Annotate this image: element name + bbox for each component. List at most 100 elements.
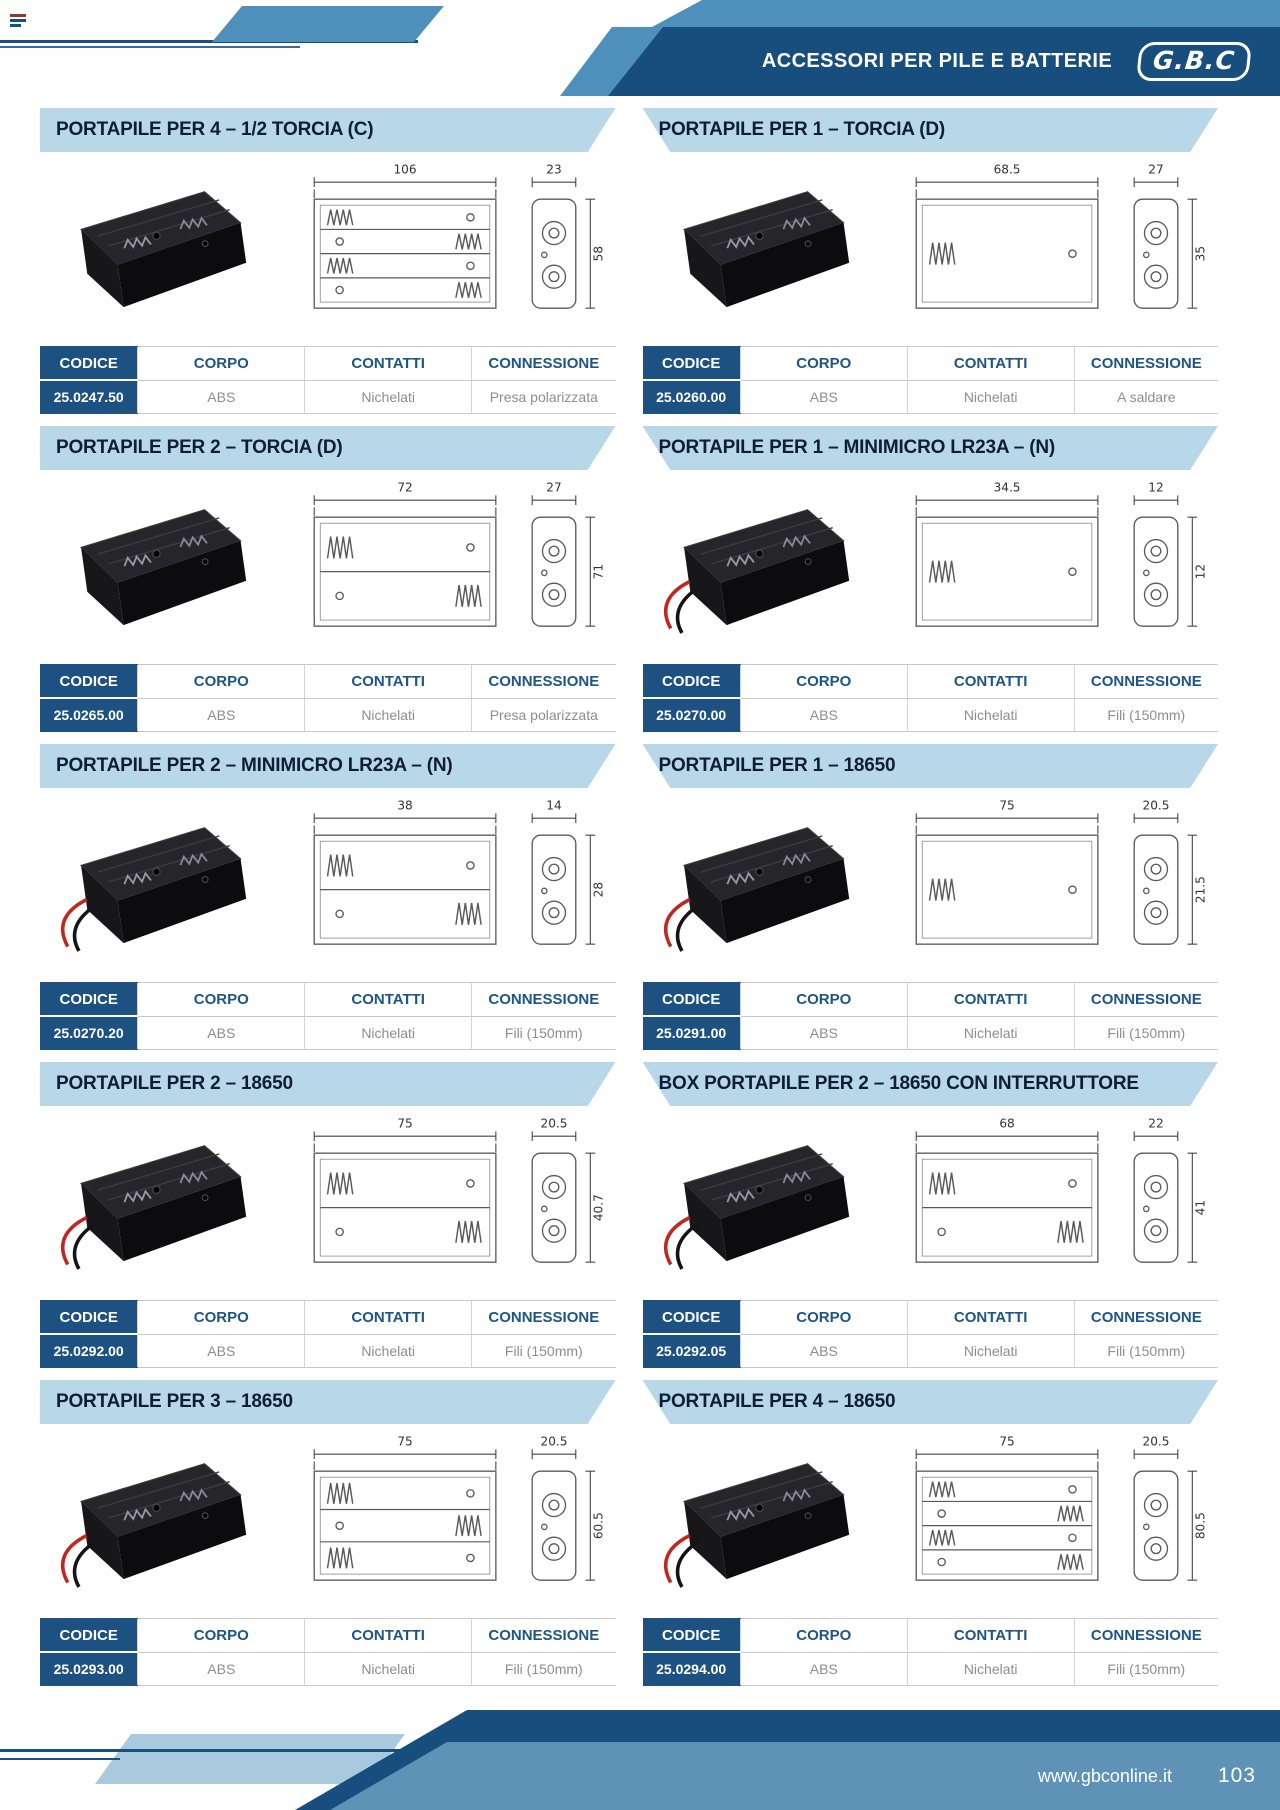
technical-drawing: 75 20.5 21.5: [880, 794, 1217, 976]
value-codice: 25.0265.00: [40, 698, 138, 732]
header-codice: CODICE: [642, 1618, 741, 1653]
product-title: BOX PORTAPILE PER 2 – 18650 CON INTERRUT…: [658, 1073, 1139, 1095]
dim-depth-label: 20.5: [540, 1117, 567, 1131]
corner-flag-icon: [10, 14, 26, 27]
battery-holder-photo-illustration: [79, 509, 247, 626]
battery-holder-photo-illustration: [79, 191, 247, 308]
footer-blue-band: www.gbconline.it 103: [330, 1742, 1280, 1810]
technical-drawing: 38 14 28: [277, 794, 614, 976]
dimension-drawing: 75 20.5 80.5: [915, 1435, 1208, 1582]
spec-table: CODICE CORPO CONTATTI CONNESSIONE 25.026…: [642, 346, 1218, 414]
value-corpo: ABS: [739, 380, 908, 414]
product-media: 68 22 41: [643, 1106, 1219, 1300]
value-codice: 25.0270.00: [642, 698, 741, 732]
header-contatti: CONTATTI: [906, 1618, 1075, 1653]
header-connessione: CONNESSIONE: [1073, 982, 1218, 1017]
technical-drawing: 72 27 71: [277, 476, 614, 658]
technical-drawing: 34.5 12 12: [880, 476, 1217, 658]
product-title-banner: PORTAPILE PER 2 – MINIMICRO LR23A – (N): [40, 744, 616, 788]
dim-width-label: 75: [397, 1117, 412, 1131]
product-photo: [42, 483, 277, 651]
page-footer: www.gbconline.it 103: [0, 1680, 1280, 1810]
dimension-drawing: 75 20.5 21.5: [915, 799, 1208, 946]
product-media: 72 27 71: [40, 470, 616, 664]
value-corpo: ABS: [739, 698, 908, 732]
dim-width-label: 68.5: [994, 163, 1021, 177]
section-banner: ACCESSORI PER PILE E BATTERIE G.B.C: [608, 27, 1280, 96]
value-connessione: Fili (150mm): [1073, 1652, 1218, 1686]
header-connessione: CONNESSIONE: [471, 1300, 616, 1335]
spec-table-header-row: CODICE CORPO CONTATTI CONNESSIONE: [642, 1618, 1218, 1653]
spec-table-header-row: CODICE CORPO CONTATTI CONNESSIONE: [642, 982, 1218, 1017]
spec-table-value-row: 25.0260.00 ABS Nichelati A saldare: [642, 380, 1218, 414]
product-photo: [645, 1119, 880, 1287]
value-codice: 25.0294.00: [642, 1652, 741, 1686]
header-left-band: [212, 6, 444, 42]
dim-height-label: 28: [591, 882, 605, 897]
header-codice: CODICE: [40, 1300, 138, 1335]
product-title-banner: PORTAPILE PER 4 – 18650: [643, 1380, 1219, 1424]
spec-table-header-row: CODICE CORPO CONTATTI CONNESSIONE: [40, 982, 616, 1017]
value-connessione: Fili (150mm): [1073, 1334, 1218, 1368]
page-header: ACCESSORI PER PILE E BATTERIE G.B.C: [0, 0, 1280, 100]
header-corpo: CORPO: [739, 1300, 908, 1335]
product-title: PORTAPILE PER 3 – 18650: [56, 1391, 293, 1413]
header-corpo: CORPO: [137, 1618, 305, 1653]
value-corpo: ABS: [137, 698, 305, 732]
dim-width-label: 75: [999, 1435, 1014, 1449]
technical-drawing: 75 20.5 80.5: [880, 1430, 1217, 1612]
page-number: 103: [1217, 1764, 1256, 1787]
header-corpo: CORPO: [137, 1300, 305, 1335]
value-corpo: ABS: [137, 1652, 305, 1686]
value-contatti: Nichelati: [906, 1652, 1075, 1686]
spec-table-value-row: 25.0294.00 ABS Nichelati Fili (150mm): [642, 1652, 1218, 1686]
value-connessione: Fili (150mm): [471, 1334, 616, 1368]
product-title-banner: PORTAPILE PER 4 – 1/2 TORCIA (C): [40, 108, 616, 152]
value-contatti: Nichelati: [304, 698, 472, 732]
dimension-drawing: 75 20.5 60.5: [313, 1435, 605, 1582]
header-codice: CODICE: [642, 346, 741, 381]
spec-table: CODICE CORPO CONTATTI CONNESSIONE 25.029…: [642, 1618, 1218, 1686]
wire-leads: [60, 898, 96, 953]
header-corpo: CORPO: [739, 982, 908, 1017]
spec-table-value-row: 25.0247.50 ABS Nichelati Presa polarizza…: [40, 380, 616, 414]
header-corpo: CORPO: [137, 346, 305, 381]
spec-table: CODICE CORPO CONTATTI CONNESSIONE 25.029…: [642, 982, 1218, 1050]
header-contatti: CONTATTI: [906, 1300, 1075, 1335]
value-corpo: ABS: [137, 1016, 305, 1050]
dim-width-label: 38: [397, 799, 412, 813]
value-codice: 25.0291.00: [642, 1016, 741, 1050]
product-media: 38 14 28: [40, 788, 616, 982]
dim-width-label: 75: [397, 1435, 412, 1449]
header-connessione: CONNESSIONE: [1073, 664, 1218, 699]
header-connessione: CONNESSIONE: [471, 346, 616, 381]
battery-holder-photo-illustration: [663, 1145, 849, 1271]
value-connessione: A saldare: [1073, 380, 1218, 414]
header-codice: CODICE: [642, 982, 741, 1017]
product-media: 34.5 12 12: [643, 470, 1219, 664]
dimension-drawing: 106 23 58: [313, 163, 605, 310]
product-card: PORTAPILE PER 2 – MINIMICRO LR23A – (N): [40, 736, 616, 1054]
battery-holder-photo-illustration: [682, 191, 849, 308]
header-corpo: CORPO: [739, 1618, 908, 1653]
product-title-banner: PORTAPILE PER 3 – 18650: [40, 1380, 616, 1424]
dim-depth-label: 23: [546, 163, 561, 177]
header-connessione: CONNESSIONE: [471, 982, 616, 1017]
header-corpo: CORPO: [739, 664, 908, 699]
header-contatti: CONTATTI: [304, 1618, 472, 1653]
wire-leads: [663, 1534, 699, 1589]
header-connessione: CONNESSIONE: [1073, 1618, 1218, 1653]
spec-table-header-row: CODICE CORPO CONTATTI CONNESSIONE: [40, 664, 616, 699]
technical-drawing: 106 23 58: [277, 158, 614, 340]
wire-leads: [663, 1216, 699, 1271]
product-media: 75 20.5 40.7: [40, 1106, 616, 1300]
value-corpo: ABS: [739, 1652, 908, 1686]
spec-table: CODICE CORPO CONTATTI CONNESSIONE 25.027…: [642, 664, 1218, 732]
technical-drawing: 75 20.5 60.5: [277, 1430, 614, 1612]
battery-holder-photo-illustration: [663, 827, 849, 953]
wire-leads: [60, 1216, 96, 1271]
dim-height-label: 21.5: [1194, 877, 1208, 904]
value-contatti: Nichelati: [906, 1016, 1075, 1050]
dim-depth-label: 22: [1148, 1117, 1163, 1131]
spec-table-value-row: 25.0265.00 ABS Nichelati Presa polarizza…: [40, 698, 616, 732]
